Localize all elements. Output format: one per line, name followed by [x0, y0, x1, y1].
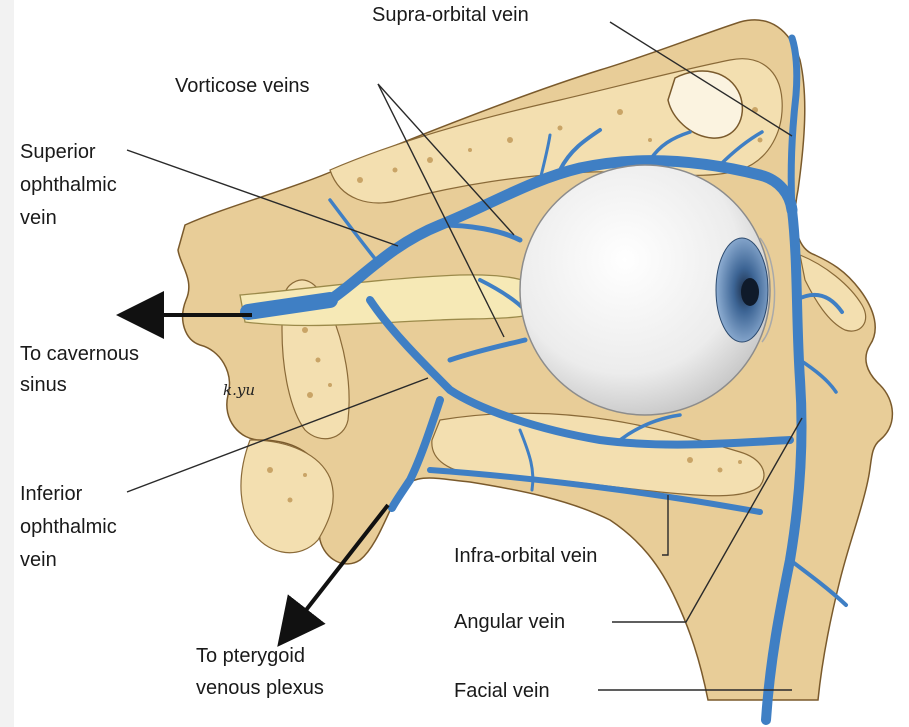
label-infra-orbital-vein: Infra-orbital vein — [454, 545, 597, 567]
label-inferior-ophthalmic-vein-line-2: ophthalmic — [20, 516, 117, 538]
label-vorticose-veins: Vorticose veins — [175, 75, 310, 97]
artist-signature: k.yu — [223, 381, 255, 399]
label-to-pterygoid-line-1: To pterygoid — [196, 645, 305, 667]
label-to-cavernous-sinus-line-1: To cavernous — [20, 343, 139, 365]
label-superior-ophthalmic-vein-line-2: ophthalmic — [20, 174, 117, 196]
label-inferior-ophthalmic-vein-line-1: Inferior — [20, 483, 83, 505]
label-to-cavernous-sinus-line-2: sinus — [20, 374, 67, 396]
label-angular-vein: Angular vein — [454, 611, 565, 633]
label-superior-ophthalmic-vein-line-3: vein — [20, 207, 57, 229]
pupil — [741, 278, 759, 306]
label-to-pterygoid-line-2: venous plexus — [196, 677, 324, 699]
label-inferior-ophthalmic-vein-line-3: vein — [20, 549, 57, 571]
label-supra-orbital-vein: Supra-orbital vein — [372, 4, 529, 26]
label-superior-ophthalmic-vein-line-1: Superior — [20, 141, 96, 163]
label-facial-vein: Facial vein — [454, 680, 550, 702]
